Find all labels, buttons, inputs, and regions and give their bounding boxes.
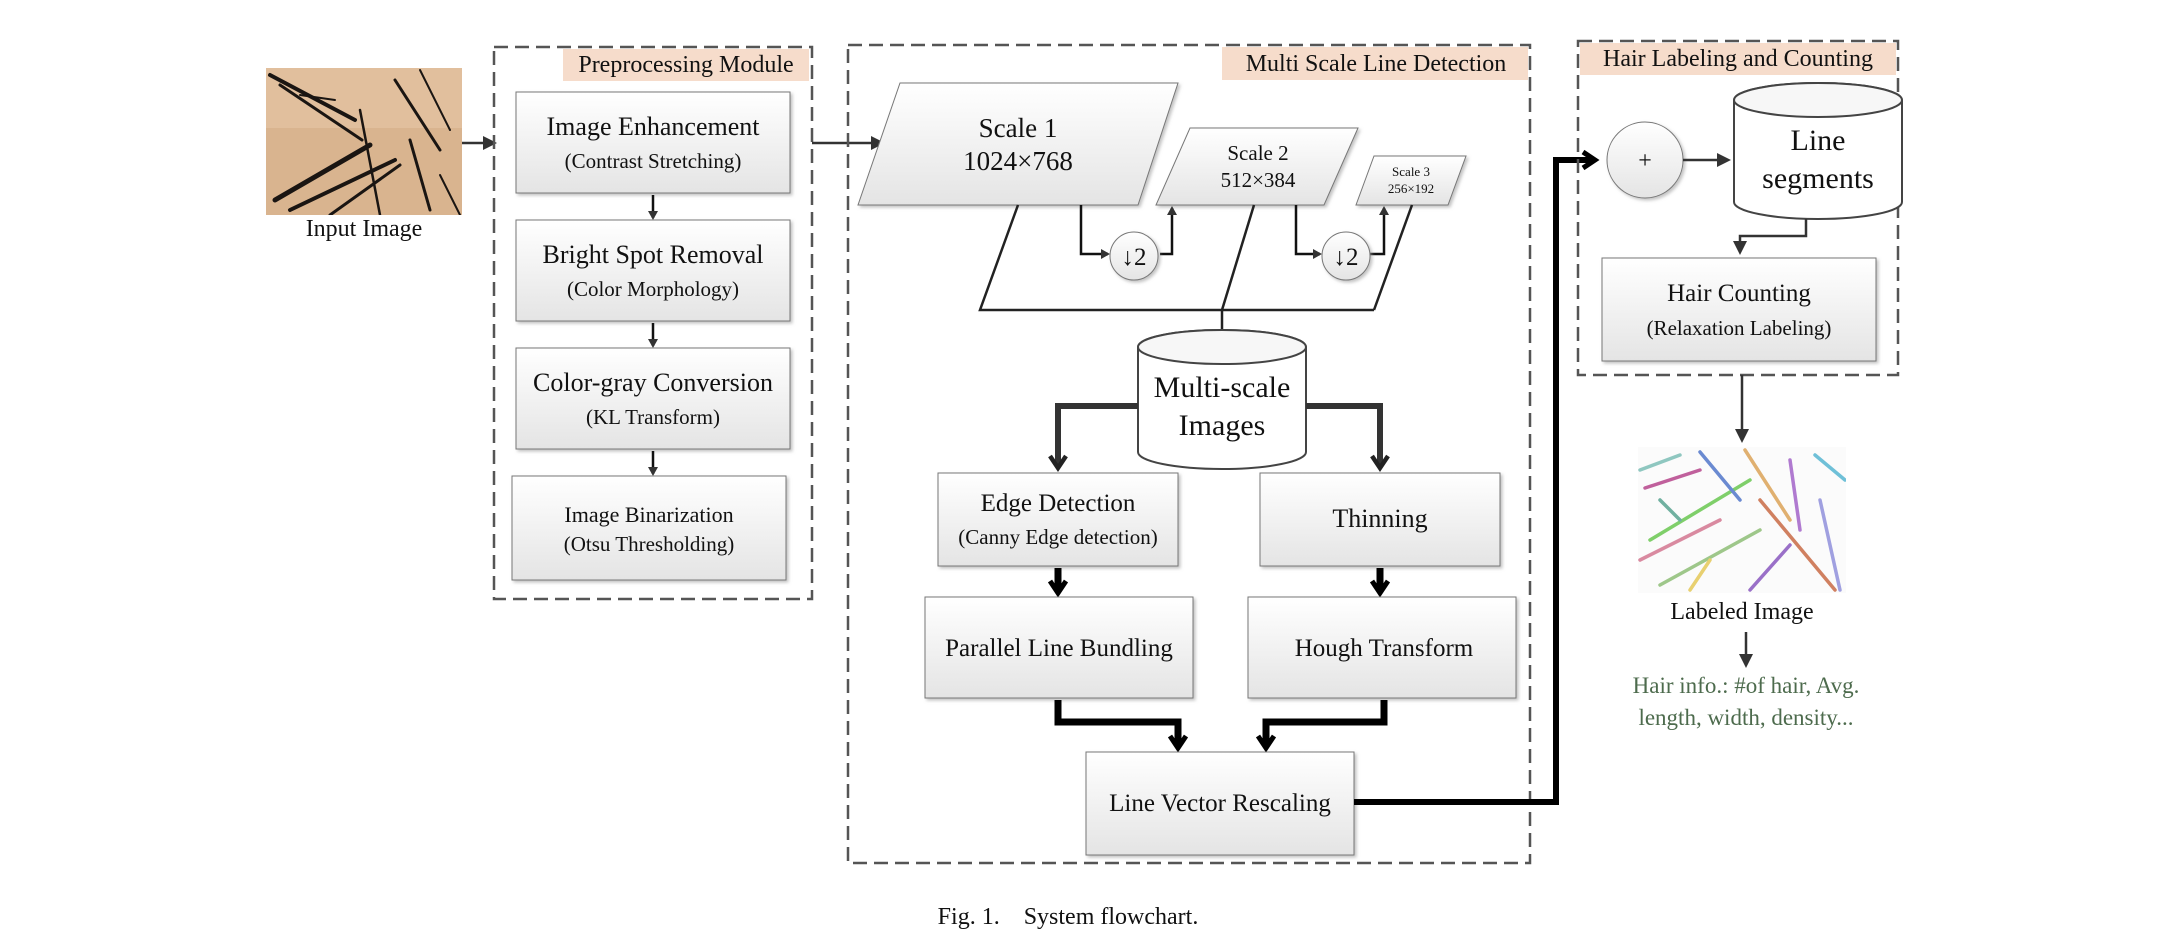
parallel-line-bundling-label: Parallel Line Bundling (945, 635, 1173, 662)
color-gray-conversion-label: Color-gray Conversion (533, 368, 773, 397)
image-binarization-box: Image Binarization (Otsu Thresholding) (511, 475, 787, 581)
scale-3-size: 256×192 (1388, 181, 1434, 196)
plus-label: + (1638, 148, 1652, 174)
bright-spot-removal-box: Bright Spot Removal (Color Morphology) (515, 219, 791, 322)
arrow-scale1-to-down1 (1079, 205, 1110, 259)
plus-node: + (1606, 121, 1684, 199)
line-segments-line2: segments (1762, 162, 1874, 195)
labeling-title: Hair Labeling and Counting (1603, 46, 1873, 72)
hair-labeling-module: Hair Labeling and Counting + Line segmen… (1576, 39, 1903, 377)
scale-3-shape: Scale 3 256×192 (1355, 155, 1467, 206)
color-gray-conversion-sub: (KL Transform) (586, 405, 720, 429)
parallel-line-bundling-box: Parallel Line Bundling (924, 596, 1194, 699)
preprocessing-dashed-frame (492, 45, 814, 601)
bright-spot-removal-sub: (Color Morphology) (567, 277, 739, 301)
scale-2-label: Scale 2 (1227, 141, 1288, 165)
image-binarization-sub: (Otsu Thresholding) (564, 532, 735, 556)
line-vector-rescaling-label: Line Vector Rescaling (1109, 790, 1331, 817)
labeled-image-label: Labeled Image (1670, 599, 1813, 625)
scale-1-size: 1024×768 (963, 146, 1073, 176)
scale-2-size: 512×384 (1221, 168, 1296, 192)
multiscale-title-bg (1222, 47, 1528, 80)
edge-detection-label: Edge Detection (981, 490, 1136, 517)
color-gray-conversion-box: Color-gray Conversion (KL Transform) (515, 347, 791, 450)
line-segments-db: Line segments (1733, 82, 1903, 220)
image-binarization-label: Image Binarization (564, 502, 733, 527)
preprocessing-title-bg (563, 49, 809, 81)
arrow-down1-to-scale2 (1160, 206, 1177, 256)
arrow-hough-to-rescaling (1255, 700, 1388, 753)
edge-detection-sub: (Canny Edge detection) (958, 525, 1157, 549)
hough-transform-box: Hough Transform (1247, 596, 1517, 699)
downsample-node-2: ↓2 (1321, 231, 1371, 281)
arrow-db-to-edge (1048, 403, 1138, 473)
edge-detection-box: Edge Detection (Canny Edge detection) (937, 472, 1179, 567)
scale-1-label: Scale 1 (979, 113, 1058, 143)
line-vector-rescaling-box: Line Vector Rescaling (1085, 751, 1355, 856)
multiscale-images-db: Multi-scale Images (1137, 329, 1307, 470)
bright-spot-removal-label: Bright Spot Removal (543, 240, 764, 269)
arrow-down2-to-scale3 (1370, 206, 1389, 256)
arrow-db-to-thinning (1306, 403, 1390, 473)
image-enhancement-label: Image Enhancement (547, 112, 761, 141)
hough-transform-label: Hough Transform (1295, 635, 1474, 662)
multiscale-db-line2: Images (1179, 409, 1266, 442)
arrow-segments-to-counting (1733, 219, 1808, 255)
downsample-1-label: ↓2 (1122, 244, 1147, 271)
hair-counting-sub: (Relaxation Labeling) (1647, 316, 1832, 340)
hair-info-line2: length, width, density... (1638, 705, 1853, 730)
line-segments-line1: Line (1791, 124, 1846, 157)
labeled-image: Labeled Image (1638, 447, 1846, 625)
arrow-bundling-to-rescaling (1054, 700, 1189, 753)
preprocessing-module: Preprocessing Module Image Enhancement (… (492, 45, 814, 601)
downsample-node-1: ↓2 (1109, 231, 1159, 281)
scale-collector-lines (978, 204, 1414, 334)
hair-counting-box: Hair Counting (Relaxation Labeling) (1601, 257, 1877, 362)
image-enhancement-sub: (Contrast Stretching) (565, 149, 742, 173)
figure-caption: Fig. 1. System flowchart. (938, 904, 1199, 930)
scale-3-label: Scale 3 (1392, 164, 1430, 179)
image-enhancement-box: Image Enhancement (Contrast Stretching) (515, 91, 791, 194)
multiscale-module: Multi Scale Line Detection Scale 1 1024×… (846, 43, 1532, 865)
preprocessing-title: Preprocessing Module (578, 52, 793, 78)
arrow-scale2-to-down2 (1294, 205, 1322, 259)
hair-info-line1: Hair info.: #of hair, Avg. (1633, 673, 1860, 698)
thinning-box: Thinning (1259, 472, 1501, 567)
downsample-2-label: ↓2 (1334, 244, 1359, 271)
labeling-title-bg (1580, 43, 1896, 75)
multiscale-db-line1: Multi-scale (1154, 371, 1291, 404)
scale-2-shape: Scale 2 512×384 (1155, 127, 1359, 206)
scale-1-shape: Scale 1 1024×768 (857, 82, 1179, 206)
thinning-label: Thinning (1332, 504, 1427, 533)
arrow-rescaling-to-plus (1354, 149, 1600, 805)
multiscale-dashed-frame (846, 43, 1532, 865)
hair-counting-label: Hair Counting (1667, 280, 1811, 307)
input-image: Input Image (266, 68, 462, 242)
scalp-hair-photo-icon (266, 68, 462, 215)
multiscale-title: Multi Scale Line Detection (1246, 51, 1507, 77)
input-image-label: Input Image (306, 216, 423, 242)
colored-labeled-lines-icon (1638, 447, 1846, 593)
